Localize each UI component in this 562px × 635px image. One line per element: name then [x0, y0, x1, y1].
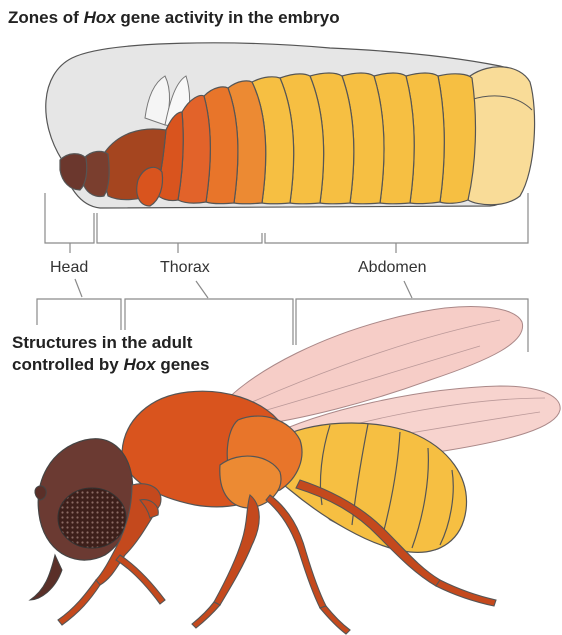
fly-leg-middle: [214, 495, 259, 605]
bracket-head-lower: [37, 299, 121, 330]
adult-fly: [30, 307, 560, 634]
fly-compound-eye: [58, 488, 126, 548]
embryo-abdomen-segments: [252, 73, 475, 204]
fly-leg-middle-branch-lower: [320, 606, 350, 634]
fly-leg-hind-lower: [436, 580, 496, 606]
fly-antenna: [35, 486, 46, 500]
fly-leg-front-foot: [116, 555, 165, 604]
connector-thorax: [196, 281, 208, 298]
embryo: [46, 43, 535, 208]
fly-leg-front-lower: [58, 580, 100, 625]
fly-mouthpart: [30, 555, 62, 600]
connector-head: [75, 279, 82, 297]
bracket-thorax-lower: [125, 299, 293, 345]
embryo-head-segment: [60, 154, 87, 190]
embryo-abdomen-tip: [468, 67, 535, 205]
bracket-thorax-upper: [97, 213, 262, 243]
connector-abdomen: [404, 281, 412, 298]
fly-leg-middle-lower: [192, 602, 220, 628]
fly-leg-middle-branch: [266, 495, 326, 608]
